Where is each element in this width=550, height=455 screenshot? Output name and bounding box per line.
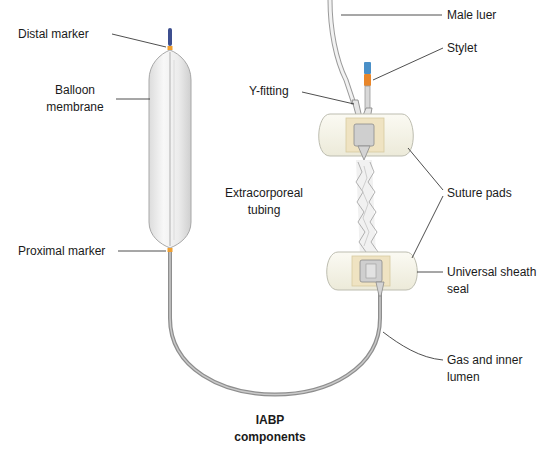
- part-label: Gas and inner lumen: [447, 352, 531, 386]
- balloon: [149, 28, 191, 252]
- distal-marker: [168, 46, 173, 50]
- catheter-tip: [168, 28, 172, 46]
- suture-pad: [327, 252, 418, 296]
- leader-lines: [112, 15, 443, 360]
- part-label: Y-fitting: [249, 83, 301, 100]
- part-label: Extracorporeal tubing: [212, 185, 316, 219]
- suture-pad: [319, 114, 414, 160]
- proximal-marker: [168, 248, 173, 252]
- figure-caption: IABP components: [228, 412, 312, 446]
- part-label: Suture pads: [447, 185, 545, 202]
- extracorporeal-tubing: [356, 160, 378, 258]
- male-luer-tubing: [330, 0, 354, 104]
- part-label: Male luer: [447, 7, 545, 24]
- part-label: Distal marker: [18, 26, 118, 43]
- stylet: [364, 62, 371, 110]
- part-label: Stylet: [447, 40, 545, 57]
- sheath-seal: [360, 260, 382, 282]
- part-label: Proximal marker: [18, 243, 118, 260]
- part-label: Balloon membrane: [38, 82, 112, 116]
- part-label: Universal sheath seal: [447, 264, 545, 298]
